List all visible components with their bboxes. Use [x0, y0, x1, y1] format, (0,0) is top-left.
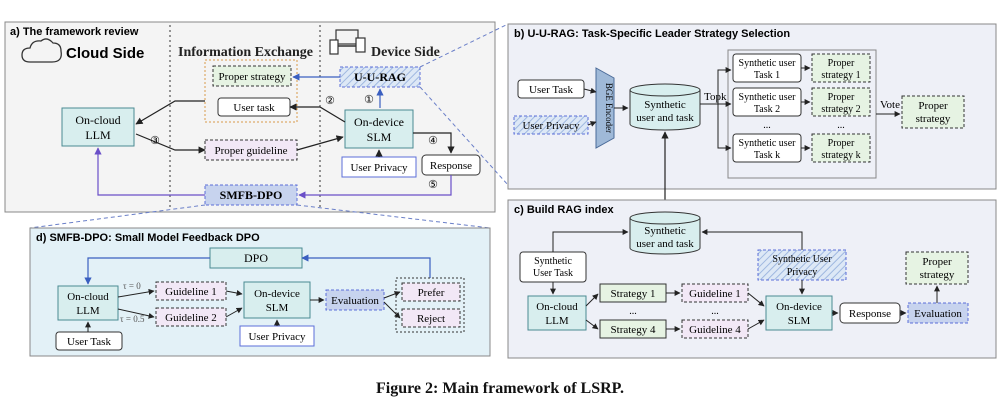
- b-strategy-1-line1: Proper: [828, 58, 855, 69]
- d-evaluation: Evaluation: [331, 295, 379, 307]
- cloud-side-label: Cloud Side: [66, 45, 144, 62]
- d-tau-0: τ = 0: [123, 281, 141, 291]
- b-task-1: Synthetic user Task 1 Proper strategy 1: [732, 53, 871, 83]
- a-step1: ①: [364, 94, 374, 106]
- a-proper-strategy: Proper strategy: [219, 71, 286, 83]
- d-oncloud-line1: On-cloud: [67, 291, 109, 303]
- panel-d: d) SMFB-DPO: Small Model Feedback DPO DP…: [29, 227, 491, 357]
- b-ellipsis-2: ...: [837, 120, 845, 131]
- c-guideline-1: Guideline 1: [689, 288, 741, 300]
- c-synth-privacy-line2: Privacy: [787, 267, 818, 278]
- c-synth-line2: user and task: [636, 238, 694, 250]
- b-user-task: User Task: [529, 84, 573, 96]
- d-oncloud-line2: LLM: [76, 305, 99, 317]
- d-guideline-2: Guideline 2: [165, 312, 217, 324]
- c-guideline-4: Guideline 4: [689, 324, 741, 336]
- b-ellipsis-1: ...: [763, 120, 771, 131]
- b-task-k: Synthetic user Task k Proper strategy k: [732, 133, 871, 163]
- cloud-icon: [21, 38, 62, 63]
- b-encoder: BGE Encoder: [604, 83, 614, 133]
- c-oncloud-line1: On-cloud: [536, 301, 578, 313]
- c-response: Response: [849, 308, 891, 320]
- panel-b: b) U-U-RAG: Task-Specific Leader Strateg…: [507, 23, 997, 190]
- d-guideline-1: Guideline 1: [165, 286, 217, 298]
- b-topk: Topk: [704, 91, 727, 103]
- b-vote: Vote: [880, 99, 900, 111]
- d-user-privacy: User Privacy: [248, 331, 306, 343]
- c-synth-user-task-line2: User Task: [533, 268, 573, 279]
- c-ellipsis-2: ...: [711, 306, 719, 317]
- a-uurag: U-U-RAG: [354, 70, 406, 84]
- a-ondevice-slm-line1: On-device: [354, 115, 404, 129]
- b-proper-line1: Proper: [918, 100, 948, 112]
- a-smfb-dpo: SMFB-DPO: [220, 188, 283, 202]
- panel-a: a) The framework review Cloud Side Infor…: [4, 21, 496, 213]
- b-strategy-2-line1: Proper: [828, 92, 855, 103]
- b-proper-line2: strategy: [916, 113, 951, 125]
- a-step3: ③: [150, 135, 160, 147]
- a-response: Response: [430, 160, 472, 172]
- a-step5: ⑤: [428, 179, 438, 191]
- a-ondevice-slm-line2: SLM: [367, 130, 392, 144]
- panel-b-title: b) U-U-RAG: Task-Specific Leader Strateg…: [514, 28, 790, 40]
- b-task-2-line1: Synthetic user: [739, 92, 797, 103]
- b-strategy-2-line2: strategy 2: [821, 104, 860, 115]
- b-task-2: Synthetic user Task 2 Proper strategy 2: [732, 87, 871, 117]
- a-step2: ②: [325, 95, 335, 107]
- a-user-privacy: User Privacy: [350, 162, 408, 174]
- a-step4: ④: [428, 135, 438, 147]
- c-evaluation: Evaluation: [914, 308, 962, 320]
- b-synth-line1: Synthetic: [644, 99, 686, 111]
- c-strategy-1: Strategy 1: [611, 288, 656, 300]
- b-task-k-line2: Task k: [754, 150, 780, 161]
- b-synth-line2: user and task: [636, 112, 694, 124]
- info-exchange-label: Information Exchange: [178, 45, 313, 60]
- panel-c: c) Build RAG index Synthetic user and ta…: [507, 199, 997, 359]
- a-oncloud-llm-line2: LLM: [85, 128, 111, 142]
- c-synth-user-task-line1: Synthetic: [534, 256, 572, 267]
- b-task-1-line2: Task 1: [754, 70, 780, 81]
- d-ondevice-line2: SLM: [266, 302, 289, 314]
- d-dpo: DPO: [244, 251, 268, 265]
- d-ondevice-line1: On-device: [254, 288, 300, 300]
- a-proper-guideline: Proper guideline: [214, 145, 287, 157]
- b-task-k-line1: Synthetic user: [739, 138, 797, 149]
- d-prefer: Prefer: [418, 287, 445, 299]
- c-ondevice-line1: On-device: [776, 301, 822, 313]
- c-synth-line1: Synthetic: [644, 225, 686, 237]
- a-user-task: User task: [233, 102, 275, 114]
- panel-d-title: d) SMFB-DPO: Small Model Feedback DPO: [36, 232, 260, 244]
- d-tau-05: τ = 0.5: [120, 314, 145, 324]
- b-task-1-line1: Synthetic user: [739, 58, 797, 69]
- b-strategy-1-line2: strategy 1: [821, 70, 860, 81]
- panel-c-title: c) Build RAG index: [514, 204, 615, 216]
- c-synth-privacy-line1: Synthetic User: [772, 254, 832, 265]
- c-strategy-4: Strategy 4: [611, 324, 656, 336]
- b-strategy-k-line2: strategy k: [821, 150, 860, 161]
- b-task-2-line2: Task 2: [754, 104, 780, 115]
- c-ondevice-line2: SLM: [788, 315, 811, 327]
- device-side-label: Device Side: [371, 45, 440, 60]
- c-ellipsis-1: ...: [629, 306, 637, 317]
- b-strategy-k-line1: Proper: [828, 138, 855, 149]
- d-user-task: User Task: [67, 336, 111, 348]
- c-proper-line1: Proper: [922, 256, 952, 268]
- figure-caption: Figure 2: Main framework of LSRP.: [376, 380, 624, 397]
- c-oncloud-line2: LLM: [545, 315, 568, 327]
- c-proper-line2: strategy: [920, 269, 955, 281]
- c-synthetic-db: Synthetic user and task: [629, 211, 701, 255]
- panel-a-title: a) The framework review: [10, 26, 139, 38]
- b-synthetic-db: Synthetic user and task: [629, 83, 701, 131]
- devices-icon: [329, 29, 366, 55]
- a-oncloud-llm-line1: On-cloud: [75, 113, 120, 127]
- d-reject: Reject: [417, 313, 445, 325]
- framework-diagram: a) The framework review Cloud Side Infor…: [4, 21, 997, 359]
- b-user-privacy: User Privacy: [522, 120, 580, 132]
